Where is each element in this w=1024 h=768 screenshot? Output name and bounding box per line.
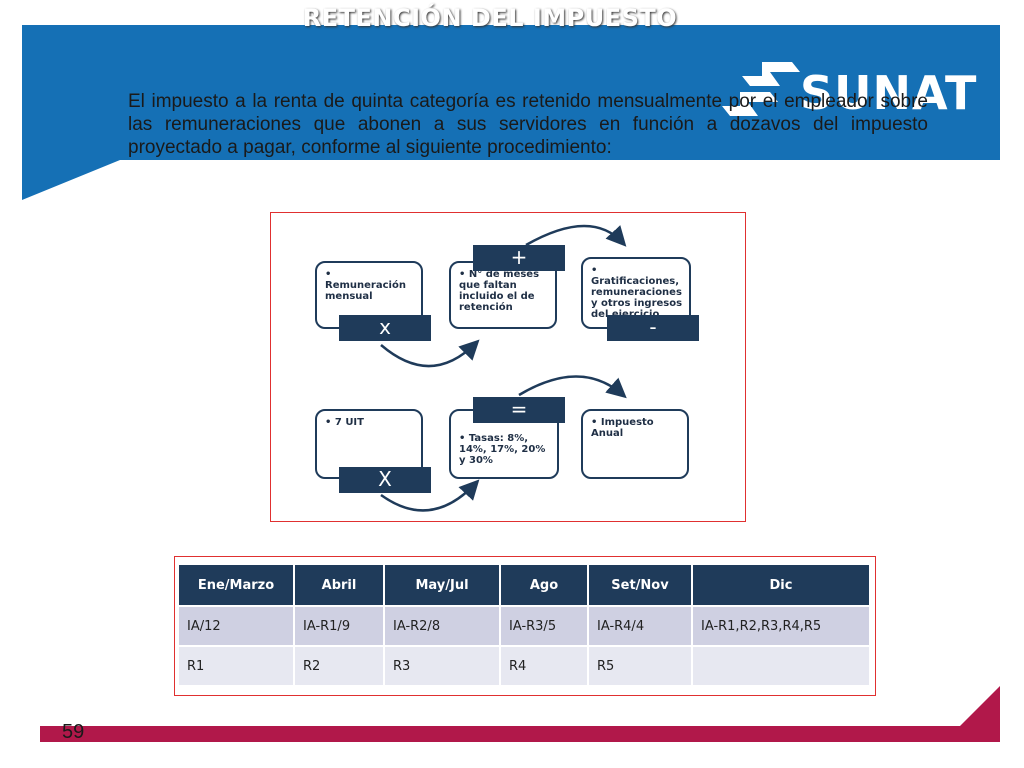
col-header-ene-marzo: Ene/Marzo [179, 565, 293, 605]
operator-multiply-2: X [339, 467, 431, 493]
table-cell: IA-R1,R2,R3,R4,R5 [693, 607, 869, 645]
operator-multiply-1: x [339, 315, 431, 341]
table-cell: IA-R1/9 [295, 607, 383, 645]
slide-title: RETENCIÓN DEL IMPUESTO [302, 4, 678, 32]
operator-minus: - [607, 315, 699, 341]
operator-equals: = [473, 397, 565, 423]
col-header-set-nov: Set/Nov [589, 565, 691, 605]
table-row: IA/12 IA-R1/9 IA-R2/8 IA-R3/5 IA-R4/4 IA… [179, 607, 869, 645]
sunat-logo-mark [722, 62, 800, 116]
table-cell: IA-R4/4 [589, 607, 691, 645]
table-cell: IA/12 [179, 607, 293, 645]
intro-paragraph: El impuesto a la renta de quinta categor… [128, 91, 928, 158]
table-cell: R5 [589, 647, 691, 685]
table-cell: R3 [385, 647, 499, 685]
operator-plus: + [473, 245, 565, 271]
table-cell [693, 647, 869, 685]
footer-band [40, 686, 1000, 742]
box-impuesto-anual: • Impuesto Anual [581, 409, 689, 479]
table-row: R1 R2 R3 R4 R5 [179, 647, 869, 685]
table-header-row: Ene/Marzo Abril May/Jul Ago Set/Nov Dic [179, 565, 869, 605]
col-header-ago: Ago [501, 565, 587, 605]
table-cell: IA-R2/8 [385, 607, 499, 645]
arrow-3 [380, 479, 480, 512]
procedure-diagram: • Remuneración mensual • N° de meses que… [270, 212, 746, 522]
table-cell: R2 [295, 647, 383, 685]
arrow-2 [525, 224, 627, 247]
col-header-dic: Dic [693, 565, 869, 605]
table-cell: R4 [501, 647, 587, 685]
arrow-4 [518, 375, 627, 399]
diagram-arrows [380, 224, 627, 512]
retention-table: Ene/Marzo Abril May/Jul Ago Set/Nov Dic … [177, 563, 871, 687]
table-cell: R1 [179, 647, 293, 685]
header-banner [22, 25, 1000, 200]
sunat-logo: SUNAT [800, 66, 978, 120]
col-header-may-jul: May/Jul [385, 565, 499, 605]
arrow-1 [380, 339, 480, 368]
page-number: 59 [62, 721, 85, 743]
retention-table-frame: Ene/Marzo Abril May/Jul Ago Set/Nov Dic … [174, 556, 876, 696]
table-cell: IA-R3/5 [501, 607, 587, 645]
col-header-abril: Abril [295, 565, 383, 605]
box-meses-faltantes: • N° de meses que faltan incluido el de … [449, 261, 557, 329]
